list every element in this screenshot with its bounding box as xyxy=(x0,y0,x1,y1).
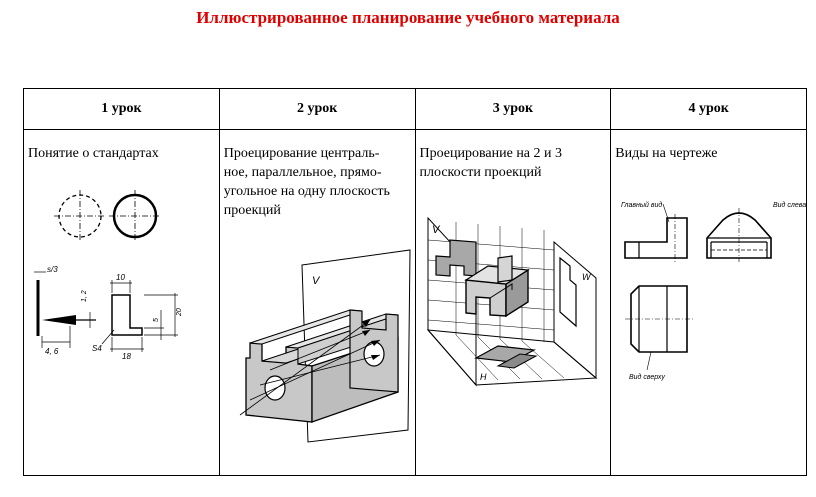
lesson-3-line: Проецирование на 2 и 3 xyxy=(419,146,563,161)
lesson-2-line: угольное на одну плоскость xyxy=(223,184,390,199)
dim-18-label: 18 xyxy=(122,352,131,361)
page-title: Иллюстрированное планирование учебного м… xyxy=(196,8,620,27)
dim-20-label: 20 xyxy=(176,308,183,317)
plane-v3-label: V xyxy=(432,224,441,236)
lesson-3-header: 3 урок xyxy=(414,88,612,130)
standards-drawing: s/3 4, 6 1, 2 10 xyxy=(34,190,183,361)
three-plane-projection-drawing: V W H xyxy=(426,216,597,387)
lesson-1-line: Понятие о стандартах xyxy=(28,146,159,161)
lesson-2-text: Проецирование централь- ное, параллельно… xyxy=(224,144,411,220)
lesson-2-line: проекций xyxy=(223,203,281,218)
lesson-3-text: Проецирование на 2 и 3 плоскости проекци… xyxy=(420,144,607,182)
left-view xyxy=(706,212,773,259)
lesson-1-cell: s/3 4, 6 1, 2 10 xyxy=(23,129,220,476)
left-view-label: Вид слева xyxy=(773,201,806,209)
lesson-4-line: Виды на чертеже xyxy=(615,146,718,161)
arrow-head xyxy=(42,315,76,325)
plane-h3 xyxy=(426,329,597,386)
object-front xyxy=(464,279,507,317)
projection-drawing: V xyxy=(239,249,411,443)
lesson-4-text: Виды на чертеже xyxy=(615,144,802,163)
lesson-3-line: плоскости проекций xyxy=(419,165,542,180)
dim-10-label: 10 xyxy=(116,273,125,282)
dim-s3-label: s/3 xyxy=(47,265,58,274)
table-header-row: 1 урок 2 урок 3 урок 4 урок xyxy=(23,88,807,130)
dim-12-label: 1, 2 xyxy=(81,290,88,302)
dim-s4-label: S4 xyxy=(92,344,102,353)
side-projection xyxy=(558,256,577,328)
lesson-2-line: Проецирование централь- xyxy=(223,146,380,161)
dim-46-label: 4, 6 xyxy=(45,347,59,356)
l-profile xyxy=(111,294,143,336)
top-view-label: Вид сверху xyxy=(629,373,665,381)
plane-w3-label: W xyxy=(582,272,592,282)
lesson-2-header: 2 урок xyxy=(218,88,416,130)
dim-5-label: 5 xyxy=(153,318,160,322)
lesson-2-cell: V xyxy=(218,129,416,476)
lesson-4-cell: Главный вид Вид слева xyxy=(610,129,807,476)
plane-h3-label: H xyxy=(480,372,487,382)
table-content-row: s/3 4, 6 1, 2 10 xyxy=(23,129,807,476)
top-projection xyxy=(473,345,536,363)
lesson-plan-table: 1 урок 2 урок 3 урок 4 урок xyxy=(23,88,807,476)
plane-v-label: V xyxy=(312,275,321,287)
main-view xyxy=(624,217,689,259)
lesson-1-text: Понятие о стандартах xyxy=(28,144,215,163)
hole-front xyxy=(264,375,286,401)
lesson-1-header: 1 урок xyxy=(23,88,220,130)
lesson-4-header: 4 урок xyxy=(610,88,807,130)
views-drawing: Главный вид Вид слева xyxy=(621,201,806,381)
main-view-label: Главный вид xyxy=(621,201,662,209)
lesson-2-line: ное, параллельное, прямо- xyxy=(223,165,382,180)
lesson-3-cell: V W H xyxy=(414,129,612,476)
front-projection xyxy=(434,239,477,277)
